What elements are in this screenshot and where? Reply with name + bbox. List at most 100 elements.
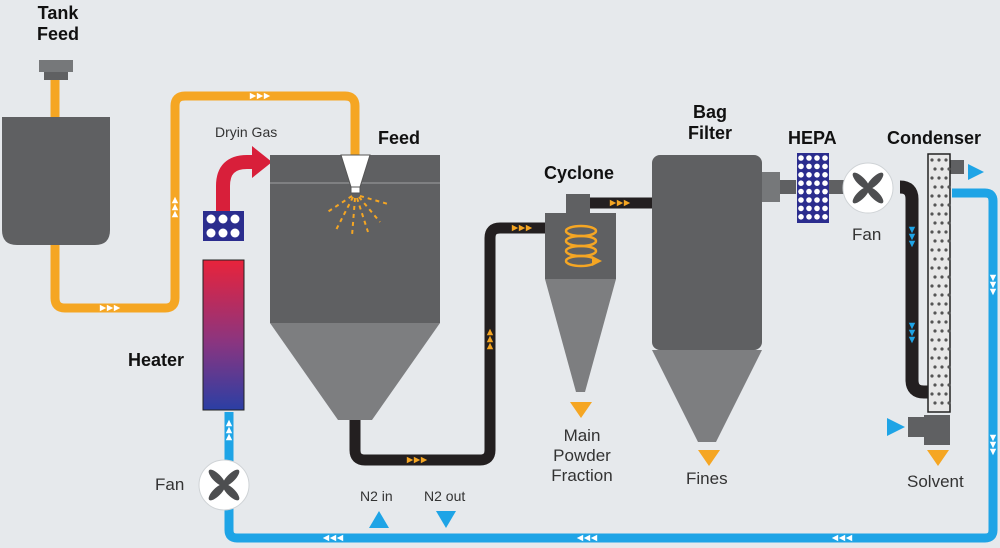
solvent-label: Solvent — [907, 472, 964, 491]
condenser-dot — [947, 401, 951, 405]
tank-feed-label: Tank Feed — [28, 3, 88, 45]
condenser-dot — [933, 257, 937, 261]
hepa-to-fan — [829, 180, 845, 194]
solvent-inlet-arrow — [887, 418, 905, 436]
atomizer-tip — [350, 186, 361, 194]
fan-blade — [222, 483, 240, 501]
product-flow-arrow — [623, 199, 631, 207]
nitrogen-flow-arrow — [989, 274, 997, 282]
heater-label: Heater — [128, 350, 185, 370]
condenser-dot — [940, 239, 944, 243]
hepa-dot — [806, 188, 812, 195]
fan-right-label: Fan — [852, 225, 882, 244]
condenser-dot — [937, 356, 941, 360]
heater-filter-dot — [206, 228, 216, 238]
heater-filter-dot — [230, 228, 240, 238]
nitrogen-flow-arrow — [322, 534, 330, 542]
condenser-dot — [944, 266, 948, 270]
condenser-dot — [940, 311, 944, 315]
nitrogen-flow-arrow — [989, 434, 997, 442]
condenser-dot — [944, 194, 948, 198]
dryer-cone — [270, 323, 440, 420]
cyclone-cone — [545, 279, 616, 392]
exhaust-flow-arrow — [908, 233, 916, 241]
fan-blade — [208, 469, 226, 487]
feed-flow-arrow — [171, 210, 179, 218]
condenser-dot — [940, 293, 944, 297]
condenser-dot — [944, 158, 948, 162]
condenser-dot — [947, 329, 951, 333]
hepa-dot — [822, 155, 828, 161]
condenser-dot — [933, 185, 937, 189]
condenser-dot — [937, 194, 941, 198]
product-flow-arrow — [413, 456, 421, 464]
hepa-dot — [806, 214, 812, 220]
condenser-dot — [947, 383, 951, 387]
condenser-dot — [933, 221, 937, 225]
condenser-dot — [944, 320, 948, 324]
heater — [202, 259, 245, 411]
condenser-dot — [947, 239, 951, 243]
exhaust-flow-arrow — [908, 322, 916, 330]
exhaust-flow-arrow — [908, 226, 916, 234]
condenser-column — [927, 153, 951, 413]
fan-blade — [866, 172, 884, 190]
tank-feed-label-line1: Tank — [37, 3, 79, 23]
feed-flow-arrow — [256, 92, 264, 100]
condenser-dot — [947, 257, 951, 261]
condenser-dot — [947, 311, 951, 315]
nitrogen-flow-arrow — [336, 534, 344, 542]
hepa-dot — [822, 205, 828, 212]
heater-filter-dot — [206, 214, 216, 224]
nitrogen-flow-arrow — [845, 534, 853, 542]
dryer-to-cyclone-pipe — [349, 222, 548, 466]
product-flow-arrow — [486, 335, 494, 343]
heater-filter-dot — [218, 214, 228, 224]
hepa-dot — [806, 163, 812, 170]
product-flow-arrow — [525, 224, 533, 232]
hepa-dot — [822, 163, 828, 170]
condenser-dot — [944, 212, 948, 216]
tank-feed-label-line2: Feed — [36, 24, 79, 44]
fan-right-icon-hub — [865, 185, 871, 191]
nitrogen-flow-arrow — [989, 281, 997, 289]
condenser-dot — [940, 329, 944, 333]
heater-filter-dot — [218, 228, 228, 238]
condenser-drain — [924, 415, 950, 445]
n2-out-label: N2 out — [424, 488, 466, 504]
condenser-dot — [930, 158, 934, 162]
condenser-dot — [930, 266, 934, 270]
hepa-dot — [798, 155, 804, 161]
bag-filter-body — [652, 155, 762, 350]
fan-blade — [208, 483, 226, 501]
condenser-dot — [933, 239, 937, 243]
hepa-dot — [798, 205, 804, 212]
hepa-dot — [798, 180, 804, 186]
condenser-dot — [947, 221, 951, 225]
condenser-dot — [944, 392, 948, 396]
drying-gas-arrowhead — [252, 146, 272, 178]
condenser-dot — [940, 347, 944, 351]
feed-flow-arrow — [171, 203, 179, 211]
condenser-dot — [930, 248, 934, 252]
product-flow-arrow — [518, 224, 526, 232]
n2-out-arrow — [436, 511, 456, 528]
nitrogen-flow-arrow — [989, 441, 997, 449]
bag-filter-label: Bag Filter — [675, 102, 745, 144]
condenser-dot — [947, 203, 951, 207]
hepa-dot — [814, 155, 820, 161]
main-powder-discharge-arrow — [570, 402, 592, 418]
feed-flow-arrow — [171, 196, 179, 204]
nitrogen-flow-arrow — [989, 288, 997, 296]
condenser-dot — [933, 383, 937, 387]
condenser-dot — [940, 203, 944, 207]
feed-label: Feed — [378, 128, 421, 148]
nitrogen-flow-arrow — [225, 419, 233, 427]
fan-left-icon-blades — [208, 469, 240, 501]
main-powder-line1: Main — [563, 426, 601, 445]
hepa-dot — [798, 214, 804, 220]
condenser-dot — [947, 347, 951, 351]
cyclone-swirl-arrowhead — [592, 256, 602, 266]
product-flow-arrow — [406, 456, 414, 464]
